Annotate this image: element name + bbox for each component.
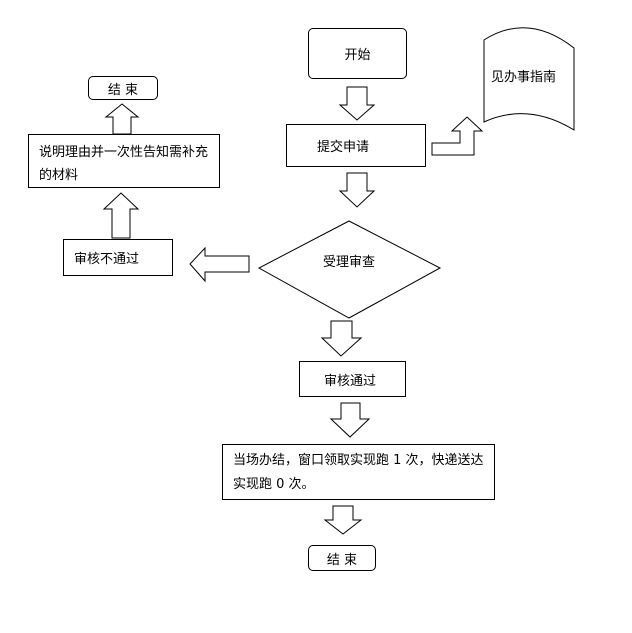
end-bottom-node: 结 束 xyxy=(308,545,376,571)
arrow-review-to-rejected xyxy=(189,246,250,283)
onsite-label: 当场办结，窗口领取实现跑 1 次，快递送达实现跑 0 次。 xyxy=(233,453,484,492)
arrow-onsite-to-end xyxy=(323,505,363,535)
guide-document-shape xyxy=(483,27,575,131)
rejected-node: 审核不通过 xyxy=(63,239,173,276)
submit-node: 提交申请 xyxy=(286,124,426,167)
explain-node: 说明理由并一次性告知需补充的材料 xyxy=(28,134,220,188)
arrow-start-to-submit xyxy=(338,86,376,121)
arrow-submit-to-guide xyxy=(431,116,484,156)
end-left-node: 结 束 xyxy=(88,76,158,100)
start-label: 开始 xyxy=(344,48,371,63)
end-bottom-label: 结 束 xyxy=(326,552,358,568)
rejected-label: 审核不通过 xyxy=(74,252,140,267)
review-decision-diamond xyxy=(257,220,442,319)
onsite-node: 当场办结，窗口领取实现跑 1 次，快递送达实现跑 0 次。 xyxy=(222,444,495,500)
arrow-explain-to-end xyxy=(104,103,140,135)
review-label: 受理审查 xyxy=(323,255,376,270)
start-node: 开始 xyxy=(308,28,407,79)
arrow-review-to-approved xyxy=(320,320,363,357)
end-left-label: 结 束 xyxy=(107,82,139,98)
submit-label: 提交申请 xyxy=(317,140,370,155)
explain-label: 说明理由并一次性告知需补充的材料 xyxy=(39,145,209,183)
guide-label: 见办事指南 xyxy=(491,70,557,85)
arrow-approved-to-onsite xyxy=(329,402,371,438)
approved-node: 审核通过 xyxy=(299,361,406,397)
arrow-rejected-to-explain xyxy=(102,192,140,239)
approved-label: 审核通过 xyxy=(324,373,377,389)
arrow-submit-to-review xyxy=(338,172,376,208)
